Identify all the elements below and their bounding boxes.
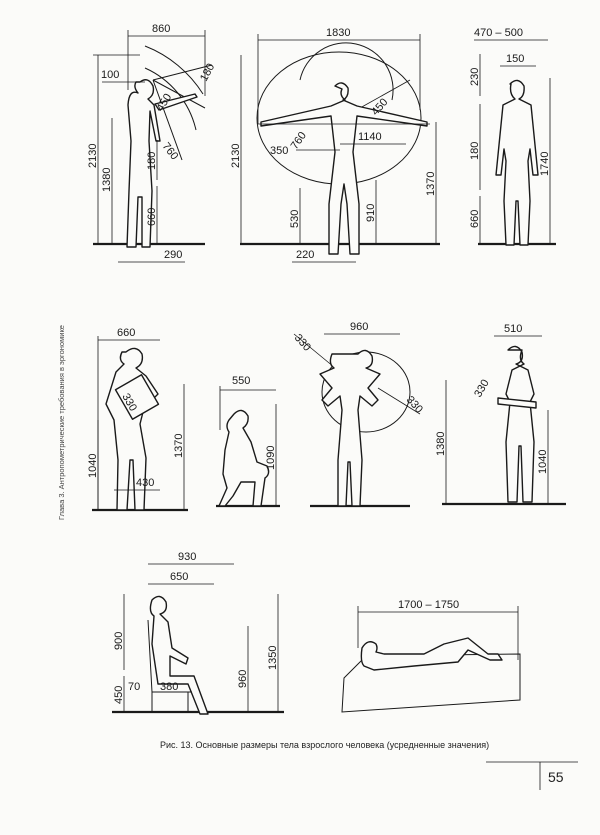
dim-1370: 1370 <box>425 172 437 196</box>
dim-910: 910 <box>365 204 377 222</box>
figure-caption: Рис. 13. Основные размеры тела взрослого… <box>160 740 489 750</box>
dim-450: 450 <box>154 92 174 114</box>
dim-650: 650 <box>170 571 188 583</box>
figure-lying: 1700 – 1750 <box>341 599 521 713</box>
figure-arms-crossed: 510 330 1380 1040 <box>435 323 566 506</box>
dim-1040-carry: 1040 <box>87 454 99 478</box>
dim-330-crossed: 330 <box>472 378 492 400</box>
dim-660-std: 660 <box>469 210 481 228</box>
dim-760: 760 <box>160 140 181 162</box>
dim-660: 660 <box>146 208 158 226</box>
dim-180-std: 180 <box>469 142 481 160</box>
dim-900: 900 <box>113 632 125 650</box>
dim-1090: 1090 <box>265 446 277 470</box>
dim-860: 860 <box>152 23 170 35</box>
dim-150: 150 <box>506 53 524 65</box>
dim-960: 960 <box>350 321 368 333</box>
dim-230: 230 <box>469 68 481 86</box>
dim-530: 530 <box>289 210 301 228</box>
dim-510: 510 <box>504 323 522 335</box>
dim-220: 220 <box>296 249 314 261</box>
dim-290: 290 <box>164 249 182 261</box>
dim-2130-front: 2130 <box>230 144 242 168</box>
dim-350: 350 <box>270 145 288 157</box>
dim-930: 930 <box>178 551 196 563</box>
dim-1700-1750: 1700 – 1750 <box>398 599 459 611</box>
dim-760-front: 760 <box>289 130 309 152</box>
figure-seated: 930 650 900 450 70 380 960 1350 <box>112 551 284 715</box>
dim-2130: 2130 <box>87 144 99 168</box>
dim-1380-crossed: 1380 <box>435 432 447 456</box>
dim-1740: 1740 <box>539 152 551 176</box>
figure-hands-head: 960 330 330 <box>292 321 425 508</box>
dim-450-seat: 450 <box>113 686 125 704</box>
page-number: 55 <box>548 769 564 785</box>
dim-1140: 1140 <box>358 131 382 143</box>
figure-reach-front: 1830 2130 450 760 350 1140 1370 530 910 … <box>230 27 440 263</box>
dim-1830: 1830 <box>326 27 350 39</box>
dim-380: 380 <box>160 681 178 693</box>
dim-1350: 1350 <box>267 646 279 670</box>
dim-660-carry: 660 <box>117 327 135 339</box>
dim-330-right: 330 <box>404 394 425 416</box>
dim-960-seat: 960 <box>237 670 249 688</box>
dim-100: 100 <box>101 69 119 81</box>
dim-470-500: 470 – 500 <box>474 27 523 39</box>
figure-reach-side: 860 100 180 450 760 2130 1380 180 660 29… <box>87 23 217 263</box>
dim-550: 550 <box>232 375 250 387</box>
dim-1380: 1380 <box>101 168 113 192</box>
dim-430: 430 <box>136 477 154 489</box>
dim-1040-crossed: 1040 <box>537 450 549 474</box>
figure-standing-front: 470 – 500 150 230 180 660 1740 <box>469 27 556 246</box>
dim-180-top: 180 <box>198 62 217 84</box>
figure-carrying: 660 330 1370 1040 430 <box>87 327 188 512</box>
dim-1370-carry: 1370 <box>173 434 185 458</box>
figure-squatting: 550 1090 <box>216 375 280 508</box>
dim-180-hand: 180 <box>146 152 158 170</box>
side-heading: Глава 3. Антропометрические требования в… <box>57 325 66 520</box>
dim-70: 70 <box>128 681 140 693</box>
